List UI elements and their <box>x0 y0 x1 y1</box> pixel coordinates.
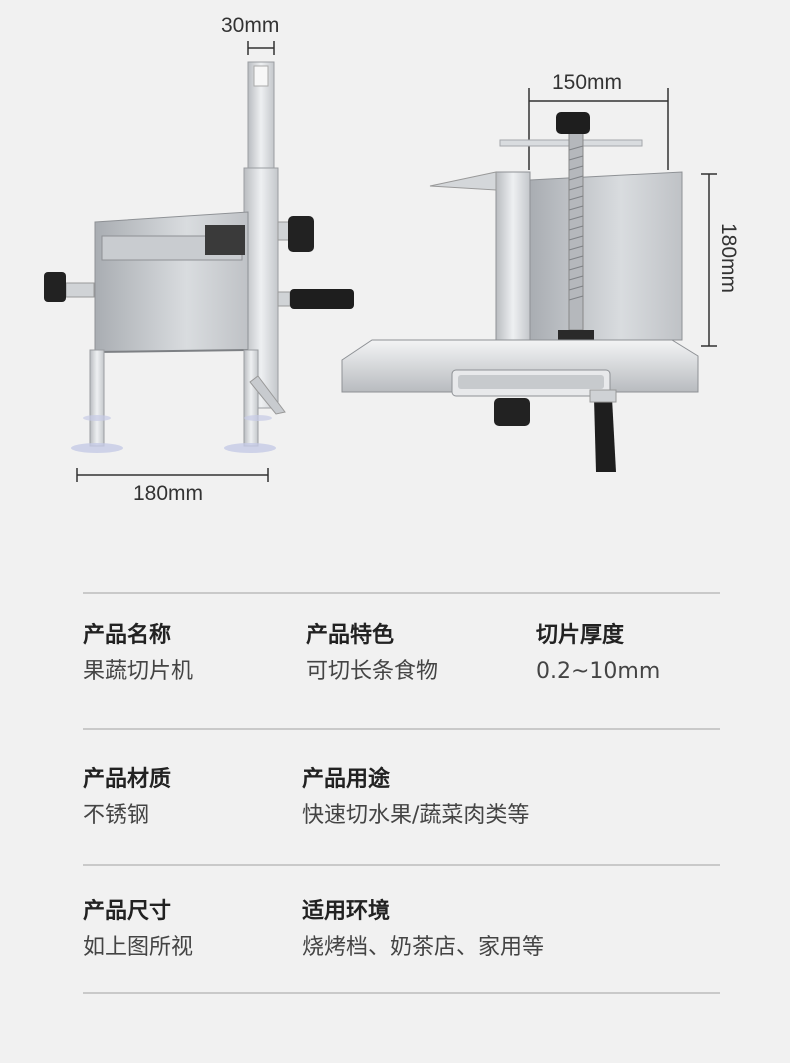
spec-environment: 适用环境 烧烤档、奶茶店、家用等 <box>302 898 544 962</box>
dim-side-depth: 180mm <box>133 482 204 505</box>
spec-label: 产品尺寸 <box>83 899 172 924</box>
spec-feature: 产品特色 可切长条食物 <box>306 622 438 686</box>
spec-label: 产品材质 <box>83 767 172 792</box>
spec-label: 产品特色 <box>306 623 395 648</box>
divider-bottom <box>83 992 720 994</box>
spec-material: 产品材质 不锈钢 <box>83 766 171 830</box>
side-view <box>44 41 354 482</box>
spec-label: 切片厚度 <box>536 623 625 648</box>
front-view <box>341 88 717 472</box>
spec-product-name: 产品名称 果蔬切片机 <box>83 622 193 686</box>
spec-value: 不锈钢 <box>83 803 150 828</box>
spec-label: 产品名称 <box>83 623 172 648</box>
spec-value: 0.2~10mm <box>536 659 661 684</box>
divider-1 <box>83 728 720 730</box>
spec-thickness: 切片厚度 0.2~10mm <box>536 622 660 686</box>
spec-usage: 产品用途 快速切水果/蔬菜肉类等 <box>302 766 529 830</box>
slicer-drawing <box>44 41 717 482</box>
spec-value: 烧烤档、奶茶店、家用等 <box>302 935 545 960</box>
divider-top <box>83 592 720 594</box>
dim-front-height: 180mm <box>717 222 740 294</box>
product-figure: 30mm 180mm 150mm 180mm <box>44 14 740 505</box>
spec-label: 产品用途 <box>302 767 391 792</box>
dim-side-width: 30mm <box>221 14 280 37</box>
divider-2 <box>83 864 720 866</box>
spec-value: 快速切水果/蔬菜肉类等 <box>302 803 530 828</box>
spec-value: 果蔬切片机 <box>83 659 194 684</box>
dim-front-width: 150mm <box>552 71 623 94</box>
spec-value: 可切长条食物 <box>306 659 439 684</box>
spec-label: 适用环境 <box>302 899 391 924</box>
spec-size: 产品尺寸 如上图所视 <box>83 898 193 962</box>
spec-value: 如上图所视 <box>83 935 194 960</box>
